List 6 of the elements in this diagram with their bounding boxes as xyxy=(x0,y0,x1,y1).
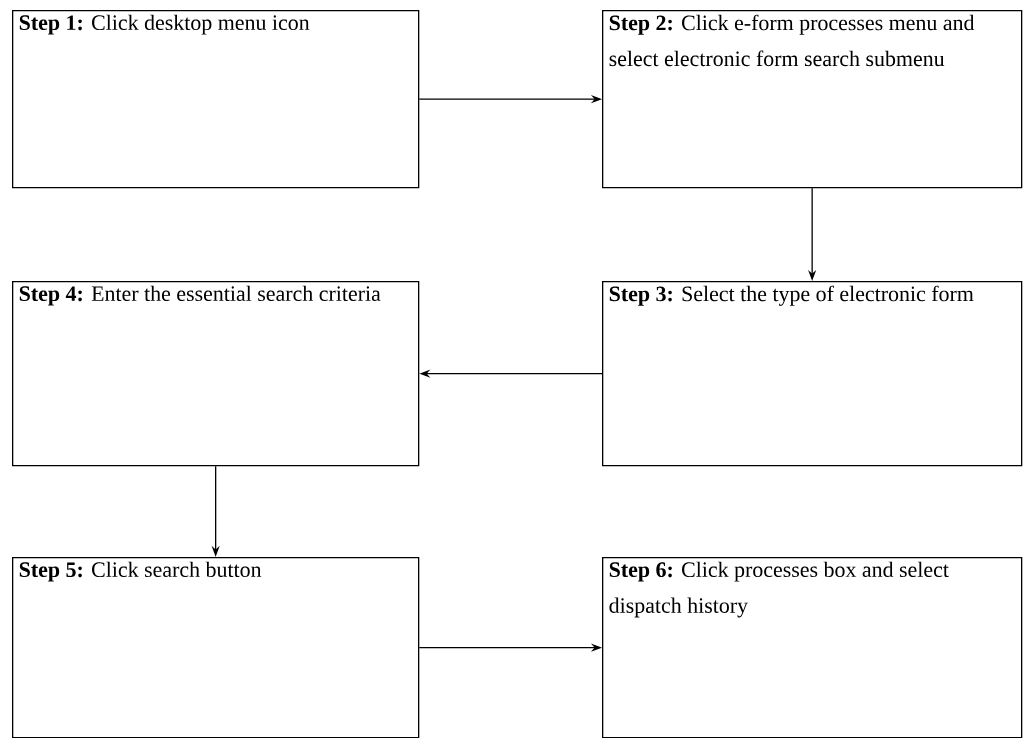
step-box: Step 1: Click desktop menu icon xyxy=(12,10,420,189)
step-box: Step 3: Select the type of electronic form xyxy=(602,281,1023,467)
step-box: Step 4: Enter the essential search criteria xyxy=(12,281,420,467)
step-box: Step 5: Click search button xyxy=(12,557,420,738)
step-box: Step 2: Click e-form processes menu and select electronic form search submenu xyxy=(602,10,1023,189)
step-box: Step 6: Click processes box and select dispatch history xyxy=(602,557,1023,738)
